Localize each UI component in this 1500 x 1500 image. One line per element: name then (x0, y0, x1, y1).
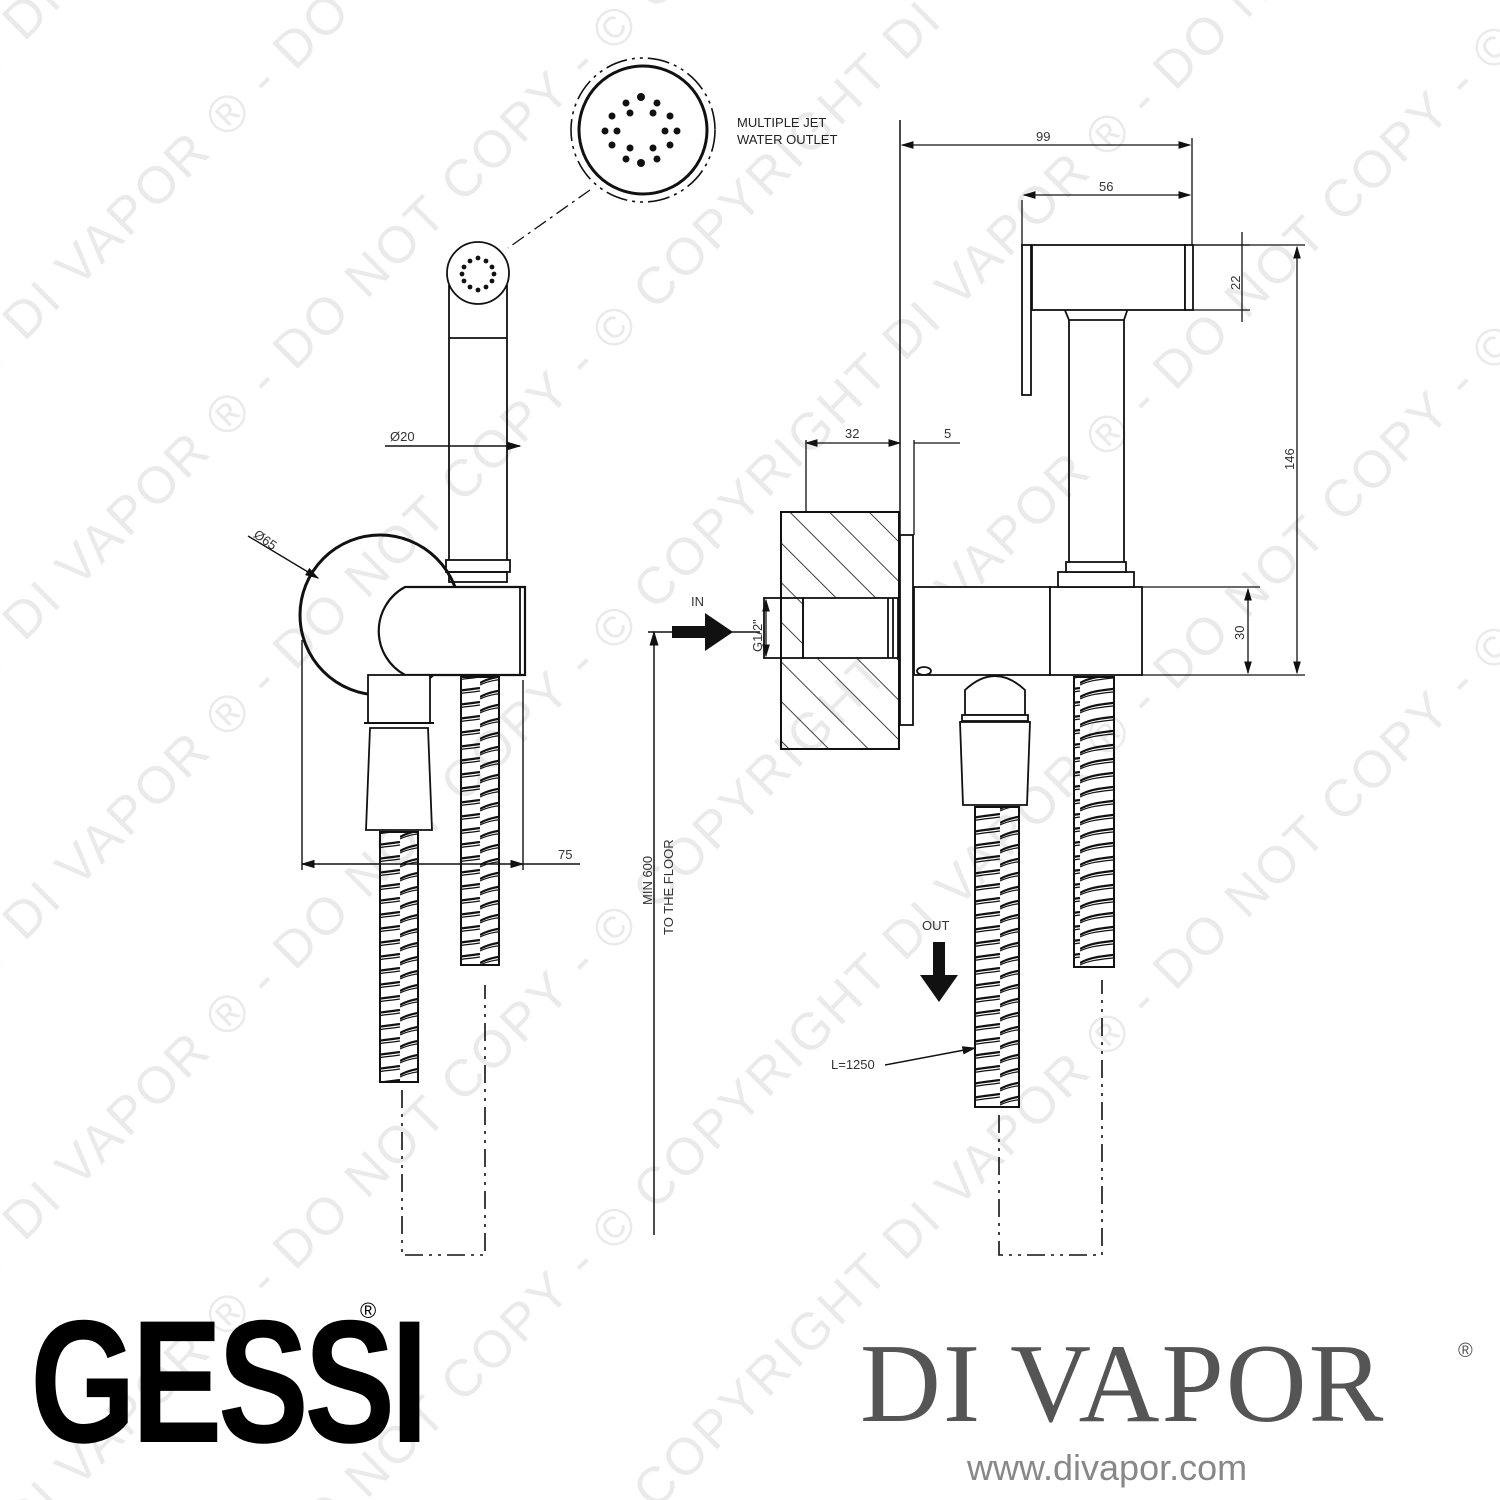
dim-handle-depth: 56 (1099, 179, 1113, 194)
inlet-label: IN (691, 594, 704, 609)
install-note-line2: TO THE FLOOR (661, 839, 676, 935)
outlet-arrow: OUT (920, 918, 958, 1002)
nozzle-detail: MULTIPLE JET WATER OUTLET (507, 57, 837, 249)
outlet-label: OUT (922, 918, 950, 933)
dim-handset-diameter: Ø20 (390, 429, 415, 444)
arrow-down-icon (920, 942, 958, 1002)
dim-total-height: 146 (1282, 448, 1297, 470)
hose-length-callout: L=1250 (831, 1046, 977, 1072)
dim-overall-depth: 99 (1036, 129, 1050, 144)
gessi-registered-mark: ® (360, 1298, 377, 1323)
inlet-arrow: IN (672, 594, 733, 651)
divapor-website-link[interactable]: www.divapor.com (967, 1447, 1248, 1488)
front-view: Ø20 Ø65 75 (247, 241, 580, 1256)
callout-line2: WATER OUTLET (737, 132, 837, 147)
arrow-right-icon (672, 613, 733, 651)
dim-wall-depth: 32 (845, 426, 859, 441)
install-note-line1: MIN 600 (640, 856, 655, 905)
dim-plate-thickness: 5 (944, 426, 951, 441)
dim-hose-length: L=1250 (831, 1057, 875, 1072)
dim-spout-height: 22 (1228, 276, 1243, 290)
side-view: G1/2" 32 5 30 (750, 120, 1305, 1256)
dim-body-height: 30 (1232, 626, 1247, 640)
gessi-logo: GESSI (30, 1285, 429, 1480)
dim-front-width: 75 (558, 847, 572, 862)
divapor-logo: DI VAPOR (860, 1322, 1386, 1446)
jet-holes-icon (601, 93, 681, 167)
divapor-registered-mark: ® (1458, 1340, 1473, 1362)
handset-head (446, 241, 510, 305)
dim-inlet-thread: G1/2" (750, 619, 765, 652)
floor-clearance: MIN 600 TO THE FLOOR (640, 630, 760, 1235)
callout-line1: MULTIPLE JET (737, 115, 826, 130)
dim-plate-diameter: Ø65 (251, 527, 280, 553)
